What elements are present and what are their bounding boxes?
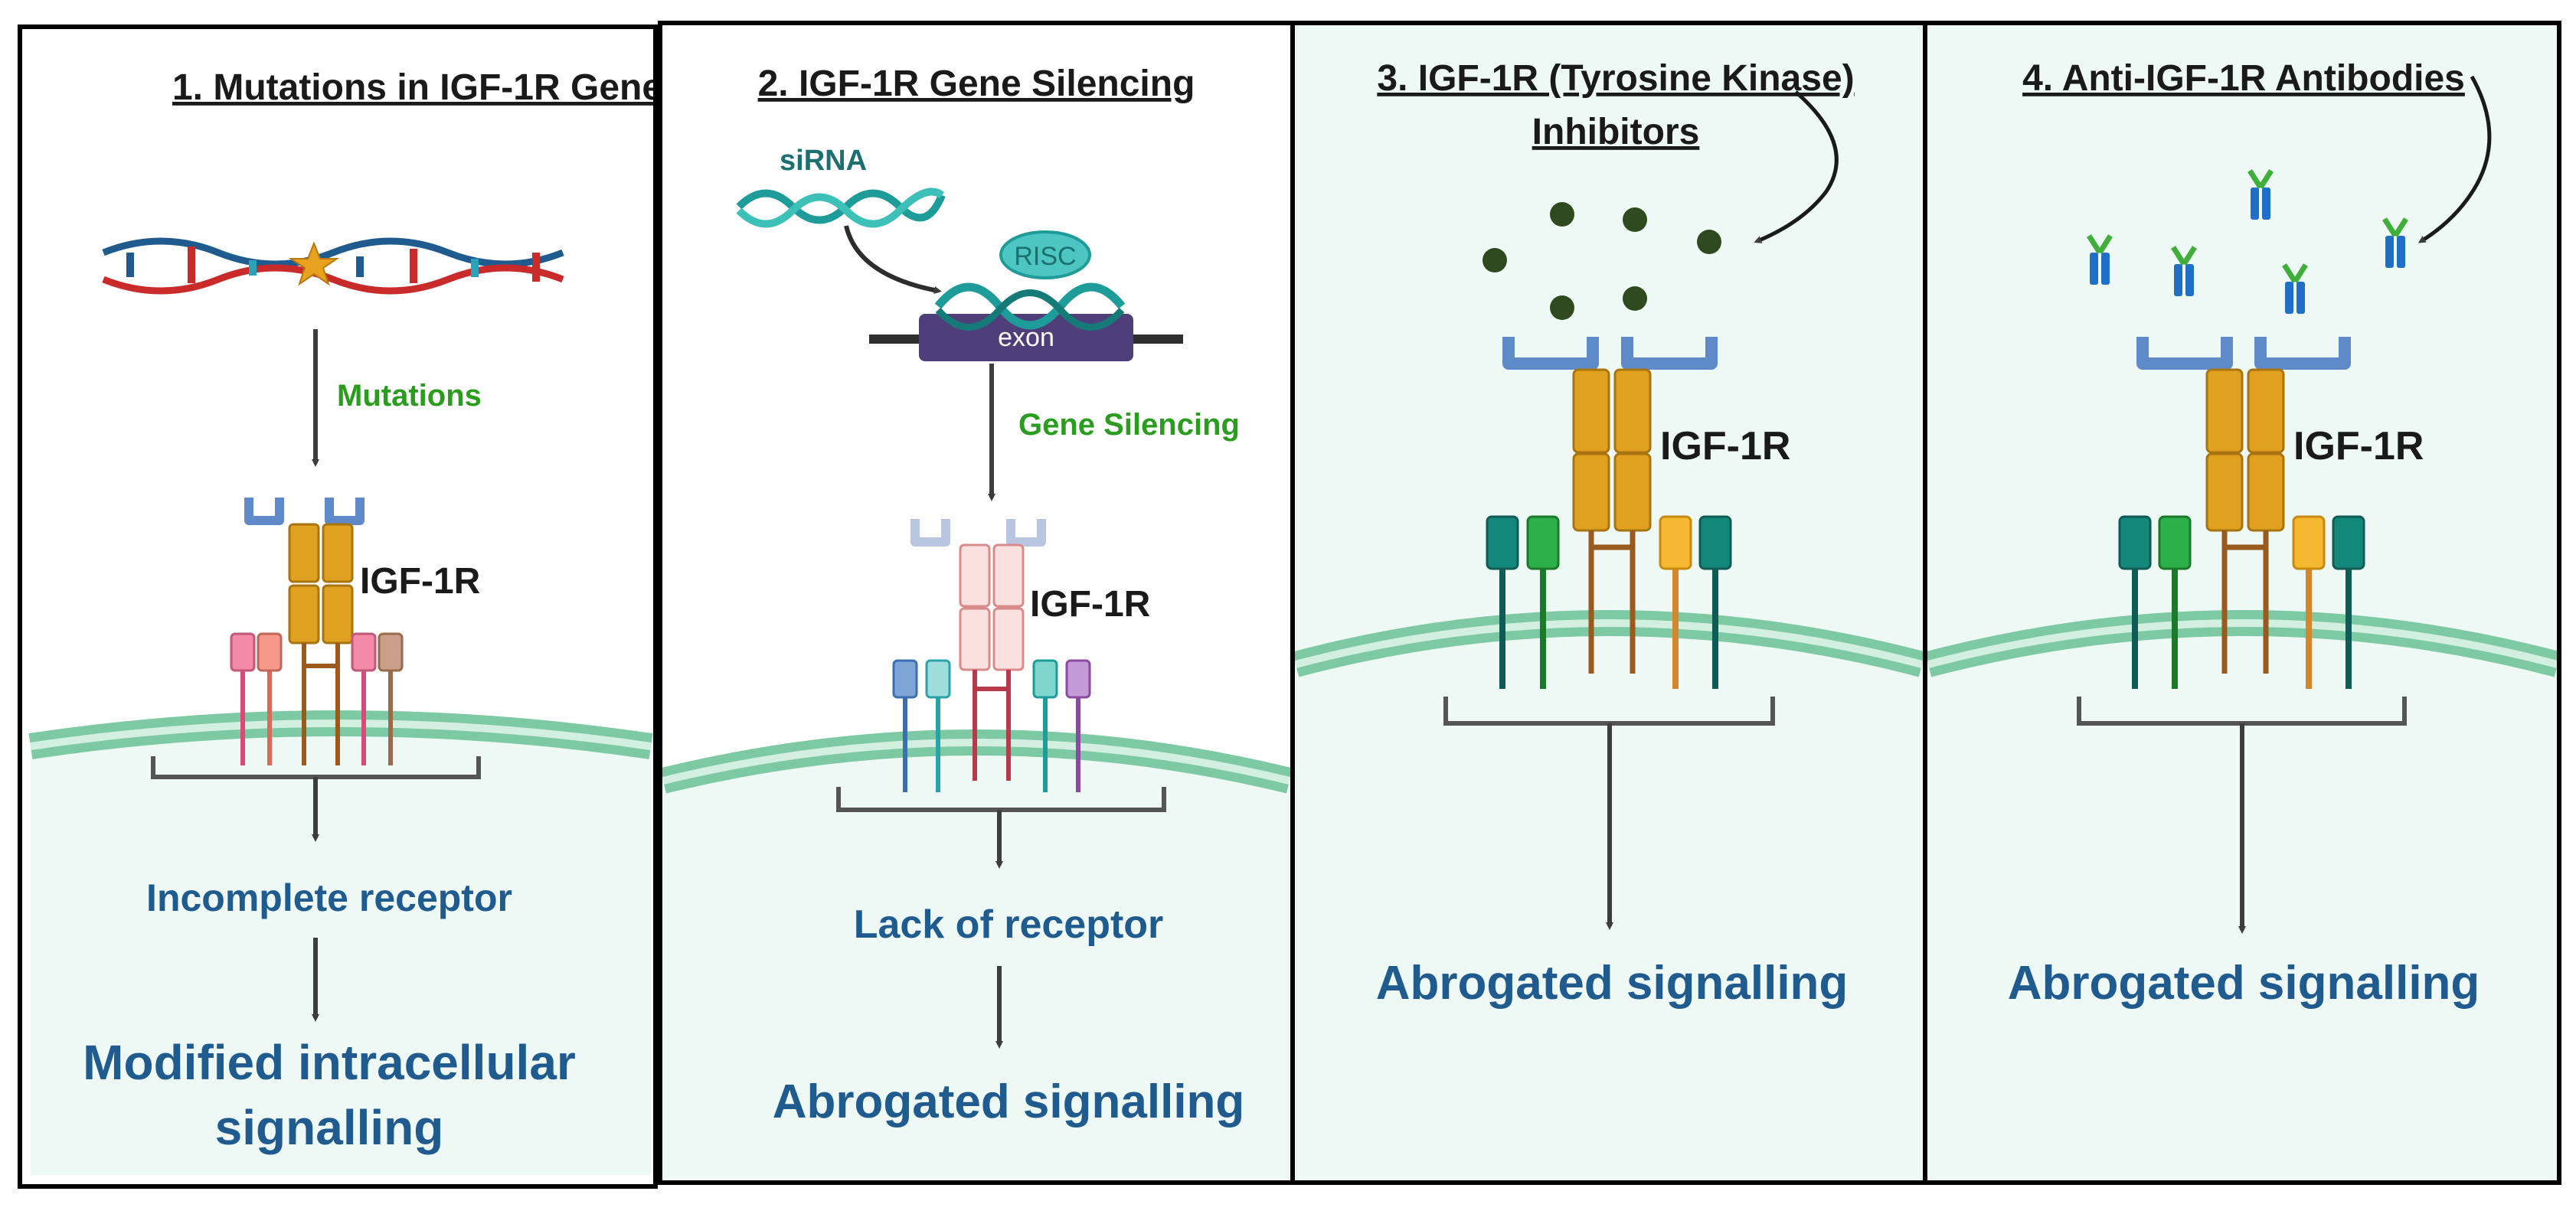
inhibitor-molecule-icon [1550,295,1574,320]
panel-borders [18,21,2561,1189]
panel-4-receptor-label: IGF-1R [2293,424,2424,468]
panel-4-igf1r-receptor-icon [2136,337,2351,674]
panel-4: 4. Anti-IGF-1R Antibodies [1924,23,2561,1183]
inhibitor-arrow [1754,90,1839,243]
panel-1-title: 1. Mutations in IGF-1R Gene [172,67,662,108]
inhibitor-molecule-icon [1483,248,1507,272]
tki-inhibitor-molecules [1483,202,1721,320]
panel-1-outcome-2-line-1: Modified intracellular [83,1035,576,1090]
antibody-icon [2087,234,2113,285]
panel-2-receptor-label: IGF-1R [1030,584,1150,625]
panel-2-title: 2. IGF-1R Gene Silencing [758,64,1195,104]
sirna-arrow [844,225,942,294]
panel-2-coreceptors [892,659,1091,792]
panel-1-process-label: Mutations [337,379,482,413]
risc-sirna-complex-icon [934,282,1126,331]
antibody-icon [2171,246,2197,296]
panel-3: 3. IGF-1R (Tyrosine Kinase) Inhibitors I… [1292,23,1926,1183]
panel-2-outcome-1: Lack of receptor [854,902,1164,947]
inhibitor-molecule-icon [1550,202,1574,227]
dna-helix-icon [102,237,564,295]
panel-4-title: 4. Anti-IGF-1R Antibodies [2022,58,2465,99]
panel-1-cytoplasm [31,723,651,1175]
panel-4-coreceptors [2118,515,2365,689]
inhibitor-molecule-icon [1623,286,1647,311]
inhibitor-molecule-icon [1697,230,1721,254]
panels-2-4-border [658,21,2561,1185]
panel-3-outcome: Abrogated signalling [1376,957,1849,1010]
panel-3-receptor-label: IGF-1R [1660,424,1790,468]
panel-4-outcome: Abrogated signalling [2008,957,2480,1010]
mutation-star-icon [288,241,340,286]
antibody-arrow [2417,75,2492,243]
inhibitor-molecule-icon [1623,207,1647,232]
panel-2-faded-receptor-icon [910,519,1046,781]
panel-2-outcome-2: Abrogated signalling [773,1075,1245,1128]
panel-2-process-label: Gene Silencing [1018,408,1240,442]
sirna-label: siRNA [780,145,867,177]
panel-1-coreceptors [230,632,404,765]
panel-1-outcome-1: Incomplete receptor [146,876,512,919]
panel-1-igf1r-receptor-icon [244,498,364,765]
panel-3-coreceptors [1486,515,1732,689]
panel-1-outcome-2-line-2: signalling [215,1100,444,1155]
panel-1: 1. Mutations in IGF-1R Gene Mutations [20,27,662,1186]
panel-3-igf1r-receptor-icon [1502,337,1718,674]
panel-3-membrane-inner [1294,619,1924,668]
panel-1-receptor-label: IGF-1R [360,561,480,602]
panel-1-border [18,24,658,1189]
sirna-icon [736,188,946,228]
antibody-icon [2282,263,2308,314]
antibody-molecules [2087,169,2408,314]
panel-4-membrane-inner [1927,619,2559,668]
risc-icon [999,230,1091,279]
panel-2: 2. IGF-1R Gene Silencing siRNA exon RISC… [659,23,1293,1183]
antibody-icon [2382,217,2408,268]
risc-label: RISC [1014,242,1076,271]
antibody-icon [2247,169,2274,220]
panel-3-title-line-1: 3. IGF-1R (Tyrosine Kinase) [1377,58,1854,99]
panel-3-title-line-2: Inhibitors [1532,112,1700,152]
panel-2-cytoplasm [663,742,1290,1179]
